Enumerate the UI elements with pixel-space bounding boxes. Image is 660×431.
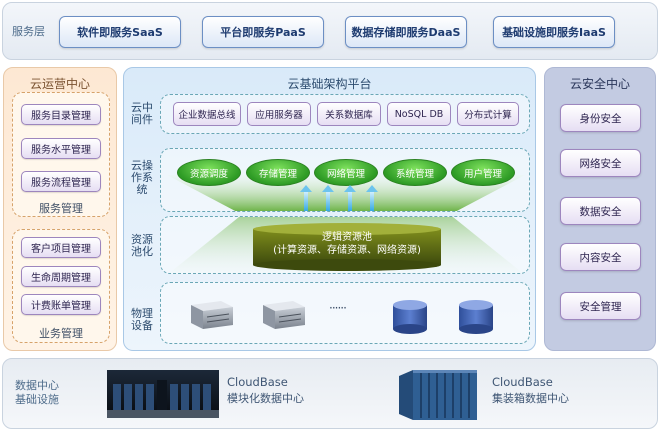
enterprise-bus-button[interactable]: 企业数据总线 <box>173 102 241 126</box>
physical-devices <box>191 300 493 334</box>
relational-db-button[interactable]: 关系数据库 <box>317 102 381 126</box>
pool-title: 逻辑资源池 <box>322 232 372 243</box>
network-mgmt-node[interactable]: 网络管理 <box>314 159 378 186</box>
identity-security-button[interactable]: 身份安全 <box>560 104 641 132</box>
business-mgmt-group: 客户项目管理 生命周期管理 计费账单管理 业务管理 <box>12 229 110 343</box>
modular-datacenter-image <box>107 370 219 418</box>
paas-button[interactable]: 平台即服务PaaS <box>202 16 324 48</box>
server-icon <box>191 301 233 329</box>
up-arrow-icon <box>322 185 334 211</box>
middleware-row: 企业数据总线 应用服务器 关系数据库 NoSQL DB 分布式计算 <box>160 94 530 134</box>
container-datacenter-image <box>399 370 477 420</box>
network-security-button[interactable]: 网络安全 <box>560 149 641 177</box>
distributed-compute-button[interactable]: 分布式计算 <box>457 102 519 126</box>
service-process-button[interactable]: 服务流程管理 <box>21 171 101 192</box>
physical-label: 物理设备 <box>131 307 153 332</box>
ops-center-title: 云运营中心 <box>29 77 90 91</box>
resource-pool-label: 资源池化 <box>131 233 153 258</box>
customer-project-button[interactable]: 客户项目管理 <box>21 237 101 258</box>
service-mgmt-caption: 服务管理 <box>39 202 83 215</box>
middleware-label: 云中间件 <box>131 101 153 126</box>
saas-button[interactable]: 软件即服务SaaS <box>59 16 181 48</box>
service-layer-label: 服务层 <box>12 25 45 38</box>
resource-scheduling-node[interactable]: 资源调度 <box>177 159 241 186</box>
pool-glow <box>169 217 523 273</box>
nosql-db-button[interactable]: NoSQL DB <box>387 102 451 126</box>
service-level-button[interactable]: 服务水平管理 <box>21 138 101 159</box>
up-arrow-icon <box>366 185 378 211</box>
cloud-os-label: 云操作系统 <box>131 159 153 196</box>
platform: 云基础架构平台 云中间件 企业数据总线 应用服务器 关系数据库 NoSQL DB… <box>123 67 536 351</box>
daas-button[interactable]: 数据存储即服务DaaS <box>345 16 467 48</box>
database-icon <box>393 300 427 334</box>
resource-pool-row: 逻辑资源池 (计算资源、存储资源、网络资源) <box>160 216 530 274</box>
cloud-os-row: 资源调度 存储管理 网络管理 系统管理 用户管理 <box>160 148 530 212</box>
security-center: 云安全中心 身份安全 网络安全 数据安全 内容安全 安全管理 <box>544 67 656 351</box>
business-mgmt-caption: 业务管理 <box>39 327 83 340</box>
database-icon <box>459 300 493 334</box>
lifecycle-button[interactable]: 生命周期管理 <box>21 266 101 287</box>
modular-brand: CloudBase <box>227 375 288 389</box>
up-arrow-icon <box>344 185 356 211</box>
physical-row: ······ <box>160 282 530 344</box>
app-server-button[interactable]: 应用服务器 <box>247 102 311 126</box>
service-catalog-button[interactable]: 服务目录管理 <box>21 104 101 125</box>
iaas-button[interactable]: 基础设施即服务IaaS <box>493 16 615 48</box>
service-layer: 服务层 软件即服务SaaS 平台即服务PaaS 数据存储即服务DaaS 基础设施… <box>2 2 658 60</box>
modular-name: 模块化数据中心 <box>227 392 304 405</box>
infra-layer-label: 数据中心基础设施 <box>15 379 59 406</box>
service-mgmt-group: 服务目录管理 服务水平管理 服务流程管理 服务管理 <box>12 92 110 217</box>
storage-mgmt-node[interactable]: 存储管理 <box>246 159 310 186</box>
billing-button[interactable]: 计费账单管理 <box>21 294 101 315</box>
security-center-title: 云安全中心 <box>569 77 630 91</box>
up-arrow-icon <box>300 185 312 211</box>
security-mgmt-button[interactable]: 安全管理 <box>560 292 641 320</box>
platform-title: 云基础架构平台 <box>287 77 372 91</box>
server-icon <box>263 301 305 329</box>
funnel-glow <box>167 175 525 211</box>
logical-pool: 逻辑资源池 (计算资源、存储资源、网络资源) <box>253 231 441 257</box>
ops-center: 云运营中心 服务目录管理 服务水平管理 服务流程管理 服务管理 客户项目管理 生… <box>3 67 117 351</box>
more-devices-ellipsis: ······ <box>329 301 347 315</box>
container-brand: CloudBase <box>492 375 553 389</box>
container-name: 集装箱数据中心 <box>492 392 569 405</box>
infra-layer: 数据中心基础设施 CloudBase 模块化数据中心 Cloud <box>2 358 658 429</box>
user-mgmt-node[interactable]: 用户管理 <box>451 159 515 186</box>
system-mgmt-node[interactable]: 系统管理 <box>383 159 447 186</box>
pool-detail: (计算资源、存储资源、网络资源) <box>273 245 421 256</box>
content-security-button[interactable]: 内容安全 <box>560 243 641 271</box>
data-security-button[interactable]: 数据安全 <box>560 197 641 225</box>
